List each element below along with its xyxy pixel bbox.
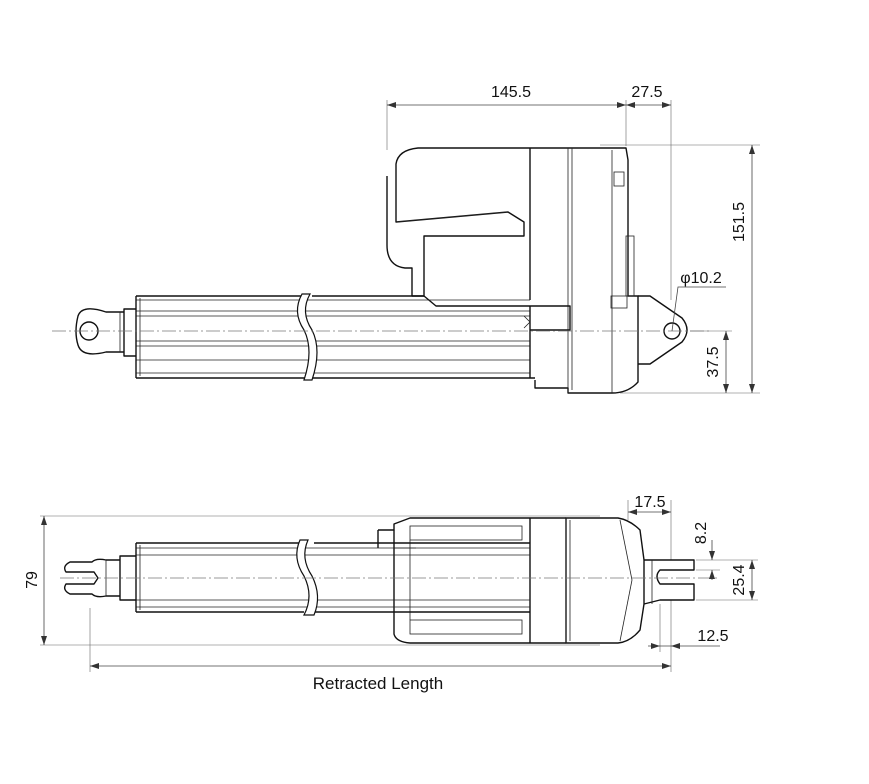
dim-body-length-label: 145.5 <box>491 84 531 101</box>
dim-slot-width-label: 8.2 <box>693 522 710 544</box>
dim-clevis-span-label: 25.4 <box>731 564 748 595</box>
dim-hole-diameter-label: φ10.2 <box>680 270 722 287</box>
dim-total-height-label: 151.5 <box>731 202 748 242</box>
dim-end-offset-label: 27.5 <box>631 84 662 101</box>
dim-pin-offset-label: 12.5 <box>697 628 728 645</box>
side-view <box>52 100 760 394</box>
dim-bottom-width-label: 79 <box>24 571 41 589</box>
dim-clevis-depth-label: 17.5 <box>634 494 665 511</box>
top-view <box>40 500 758 672</box>
dim-retracted-length-label: Retracted Length <box>313 674 443 693</box>
dim-axis-height-label: 37.5 <box>705 346 722 377</box>
